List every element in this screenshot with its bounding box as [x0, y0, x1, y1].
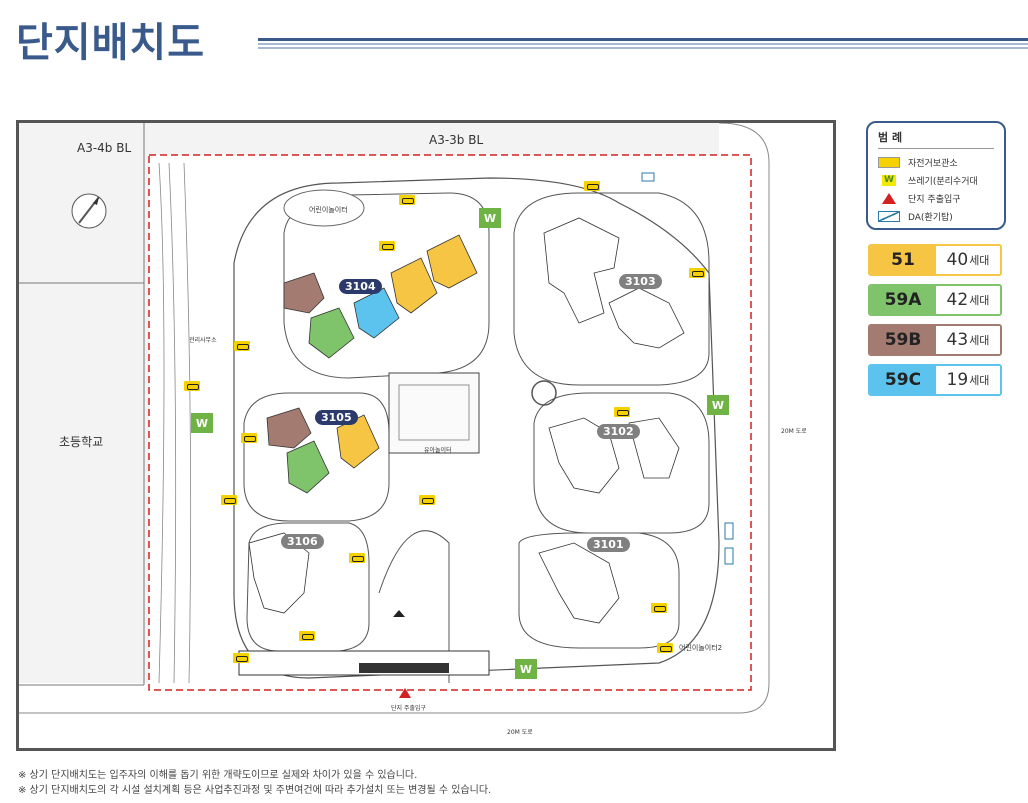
kindergarten-label: 유아놀이터	[424, 447, 452, 454]
legend-item-recycling: W 쓰레기(분리수거대	[878, 171, 994, 189]
block-label-top: A3-3b BL	[429, 133, 484, 147]
footnote: ※ 상기 단지배치도는 입주자의 이해를 돕기 위한 개략도이므로 실제와 차이…	[18, 770, 418, 781]
page-title: 단지배치도	[16, 20, 205, 66]
playground-2-label: 어린이놀이터2	[679, 644, 723, 652]
bike-storage-marker	[419, 495, 435, 505]
bike-storage-marker	[399, 195, 415, 205]
playground-1-label: 어린이놀이터	[309, 206, 348, 214]
unit-type-code: 51	[870, 246, 936, 274]
block-label-left: A3-4b BL	[77, 141, 132, 155]
building-badge-3101: 3101	[587, 537, 630, 552]
title-rule	[258, 38, 1028, 52]
bike-storage-marker	[233, 653, 249, 663]
building-badge-3105: 3105	[315, 410, 358, 425]
unit-type-code: 59B	[870, 326, 936, 354]
bike-storage-marker	[241, 433, 257, 443]
road-south-label: 20M 도로	[507, 729, 533, 736]
bike-storage-marker	[689, 268, 705, 278]
bike-icon	[878, 156, 900, 168]
bike-storage-marker	[221, 495, 237, 505]
building-badge-3103: 3103	[619, 274, 662, 289]
legend-label: 쓰레기(분리수거대	[908, 176, 978, 187]
mgmt-office-label: 관리사무소	[189, 337, 217, 344]
legend-item-da: DA(환기탑)	[878, 207, 994, 225]
entrance-label: 단지 주출입구	[391, 705, 427, 712]
bike-storage-marker	[299, 631, 315, 641]
bike-storage-marker	[584, 181, 600, 191]
legend-title: 범 례	[878, 129, 994, 149]
legend-label: 자전거보관소	[908, 158, 958, 169]
bike-storage-marker	[651, 603, 667, 613]
recycling-marker: W	[515, 659, 537, 679]
building-badge-3104: 3104	[339, 279, 382, 294]
recycling-marker: W	[479, 208, 501, 228]
bike-storage-marker	[614, 407, 630, 417]
road-east-label: 20M 도로	[781, 428, 807, 435]
legend-box: 범 례 자전거보관소 W 쓰레기(분리수거대 단지 주출입구 DA(환기탑)	[866, 121, 1006, 230]
site-map: A3-4b BL A3-3b BL 초등학교 20M 도로 20M 도로 어린이…	[16, 120, 836, 751]
vent-tower-icon	[878, 210, 900, 222]
entrance-triangle-icon	[882, 192, 896, 204]
bike-storage-marker	[234, 341, 250, 351]
recycling-marker: W	[191, 413, 213, 433]
recycling-marker: W	[707, 395, 729, 415]
recycling-icon: W	[882, 174, 896, 186]
building-badge-3106: 3106	[281, 534, 324, 549]
legend-label: 단지 주출입구	[908, 194, 961, 205]
bike-storage-marker	[349, 553, 365, 563]
school-label: 초등학교	[59, 435, 104, 449]
site-map-drawing	[19, 123, 833, 748]
bike-storage-marker	[657, 643, 673, 653]
unit-type-code: 59C	[870, 366, 936, 394]
bike-storage-marker	[184, 381, 200, 391]
legend-item-entrance: 단지 주출입구	[878, 189, 994, 207]
legend-label: DA(환기탑)	[908, 212, 953, 223]
bike-storage-marker	[379, 241, 395, 251]
footnote: ※ 상기 단지배치도의 각 시설 설치계획 등은 사업추진과정 및 주변여건에 …	[18, 785, 492, 796]
unit-type-code: 59A	[870, 286, 936, 314]
building-badge-3102: 3102	[597, 424, 640, 439]
legend-item-bike: 자전거보관소	[878, 153, 994, 171]
